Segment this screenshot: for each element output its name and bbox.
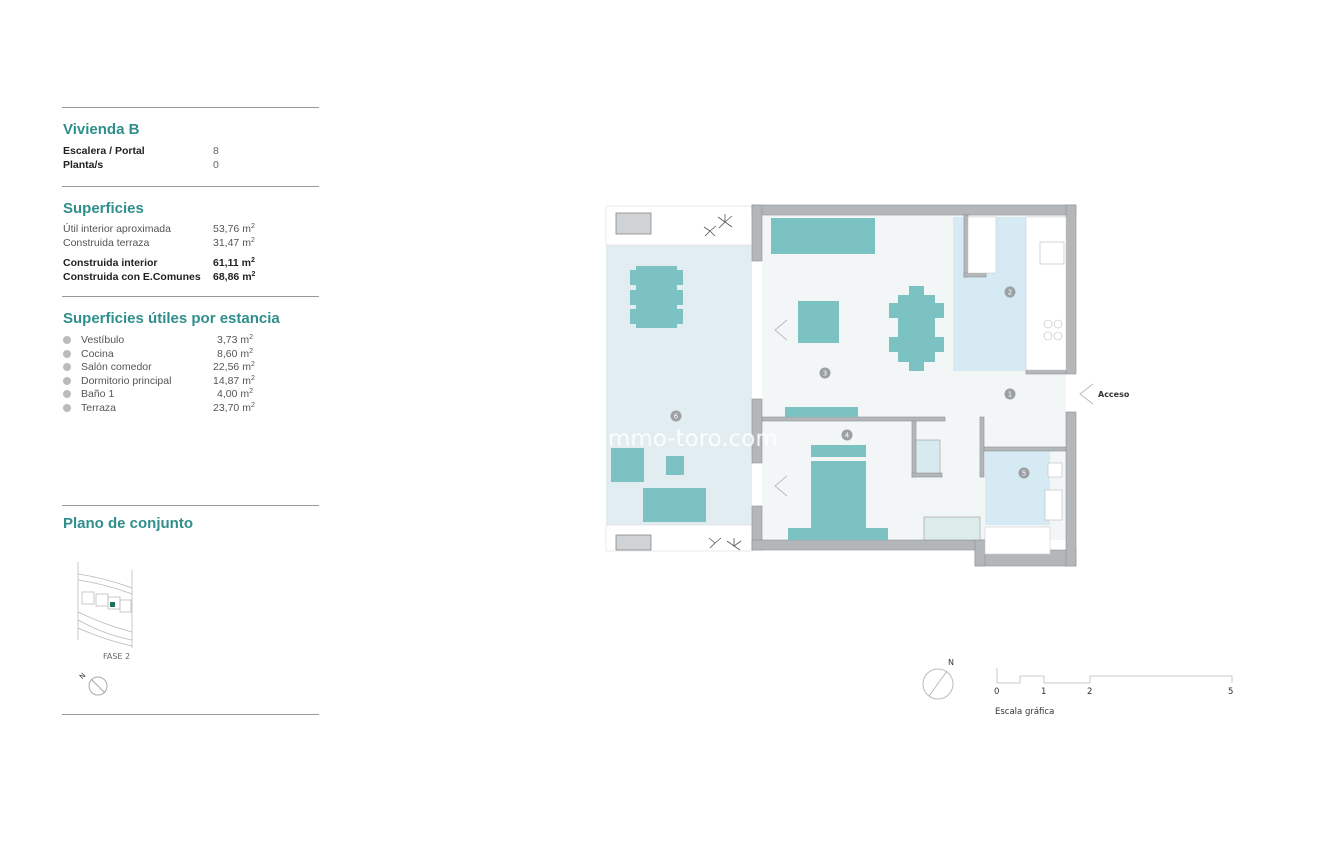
access-label: Acceso [1098,390,1130,399]
scale-tick: 2 [1087,687,1092,697]
dining-table [889,286,944,371]
sofa [771,218,875,254]
bed [811,461,866,529]
room-number-marker [819,367,831,379]
wardrobe [923,516,981,541]
room-number: 2 [1008,289,1012,297]
plant-icon [703,214,742,551]
access-arrow-icon [1079,383,1094,405]
room-number-badge [63,403,71,412]
cooktop-icon [1043,319,1063,341]
divider [62,107,319,108]
scale-tick: 0 [994,687,999,697]
superficies-title: Superficies [63,200,144,217]
bathroom-floor [985,451,1050,525]
north-label: N [78,672,87,681]
conjunto-title: Plano de conjunto [63,515,193,532]
room-number: 1 [1008,391,1012,399]
room-number-marker [1018,467,1030,479]
kitchen-counter [1025,216,1067,371]
scale-tick: 1 [1041,687,1046,697]
room-number-marker [841,429,853,441]
divider [62,186,319,187]
sink-icon [1044,489,1063,521]
room-number-badge [63,376,71,385]
north-icon [88,676,108,696]
room-number-marker [670,410,682,422]
unit-location-marker [110,602,115,607]
toilet-icon [1047,462,1063,478]
divider [62,296,319,297]
armchair [611,448,644,482]
room-number-marker [1004,286,1016,298]
estancias-title: Superficies útiles por estancia [63,310,280,327]
window-marker-icon [774,475,788,497]
scale-tick: 5 [1228,687,1233,697]
divider [62,714,319,715]
unit-title: Vivienda B [63,121,140,138]
shower [984,526,1051,555]
sink-icon [1039,241,1065,265]
room-number: 4 [845,432,850,440]
site-plan-thumbnail [77,562,133,648]
room-number-badge [63,390,71,398]
watermark: mmo-toro.com [608,426,778,452]
fridge [967,216,997,274]
north-icon [922,668,954,700]
scale-title: Escala gráfica [995,707,1054,717]
room-number-marker [1004,388,1016,400]
terrace [605,205,753,552]
wardrobe [915,439,941,474]
north-label: N [948,658,954,667]
headboard [811,445,866,457]
tv-unit [785,407,858,417]
planter [615,534,652,551]
room-number-badge [63,363,71,371]
room-number: 6 [674,413,679,421]
room-number: 5 [1022,470,1026,478]
phase-label: FASE 2 [103,652,130,661]
room-number: 3 [823,370,827,378]
room-number-badge [63,349,71,358]
planter [615,212,652,235]
side-table [666,456,684,475]
window-marker-icon [774,319,788,341]
scale-bar [996,668,1233,684]
bed-bench [788,528,888,540]
room-number-badge [63,336,71,344]
terrace-sofa [643,488,706,522]
divider [62,505,319,506]
terrace-dining-set [630,266,683,328]
coffee-table [798,301,839,343]
